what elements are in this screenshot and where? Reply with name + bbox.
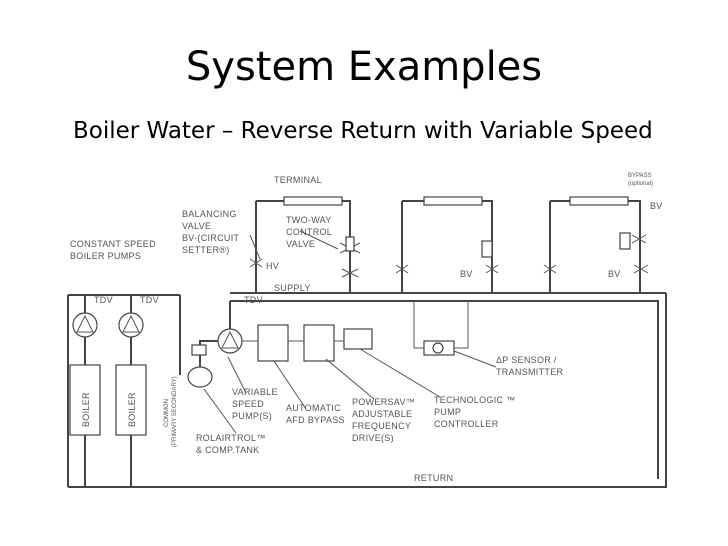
boiler-pump-1-symbol (76, 314, 94, 333)
variable-speed-label-2: SPEED (232, 399, 264, 409)
powersav-label-1: POWERSAV™ (352, 397, 415, 407)
supply-pipe-inner (230, 300, 659, 479)
technologic-label-1: TECHNOLOGIC ™ (434, 395, 515, 405)
balancing-valve-label-3: BV-(CIRCUIT (182, 233, 240, 243)
return-label: RETURN (414, 473, 453, 483)
page-title: System Examples (185, 44, 543, 90)
terminal-unit-2 (401, 196, 493, 293)
common-label-1: COMMON (164, 399, 170, 427)
afd-bypass-label-2: AFD BYPASS (286, 415, 345, 425)
hv-valve (249, 258, 263, 268)
variable-speed-label-1: VARIABLE (232, 387, 278, 397)
dp-sensor-label-1: ΔP SENSOR / (496, 355, 557, 365)
variable-speed-pump-symbol (221, 330, 239, 349)
hv-label: HV (266, 261, 279, 271)
tdv-label-1: TDV (94, 295, 113, 305)
constant-speed-label-2: BOILER PUMPS (70, 251, 141, 261)
common-label-2: (PRIMARY SECONDARY) (172, 376, 178, 447)
hydronic-system-diagram: BOILER BOILER TERMINAL BYPASS (optional)… (67, 173, 667, 488)
two-way-valve-label-2: CONTROL (286, 227, 332, 237)
powersav-drive (343, 328, 373, 350)
two-way-control-valve (339, 236, 361, 254)
tdv-label-2: TDV (140, 295, 159, 305)
bypass-label-2: (optional) (628, 181, 653, 187)
return-pipe-outer (290, 293, 667, 488)
terminal-unit-3 (549, 196, 641, 293)
dp-sensor-dial (432, 342, 444, 354)
two-way-valve-label-3: VALVE (286, 239, 315, 249)
balancing-valve-2 (395, 240, 499, 274)
balancing-valve-label-1: BALANCING (182, 209, 237, 219)
technologic-label-3: CONTROLLER (434, 419, 499, 429)
technologic-label-2: PUMP (434, 407, 461, 417)
boiler-returns (84, 435, 132, 487)
dp-sensor-label-2: TRANSMITTER (496, 367, 563, 377)
bv-label-1: BV (460, 269, 473, 279)
pump-piping (199, 301, 231, 375)
boiler-pump-1 (72, 312, 98, 338)
powersav-label-2: ADJUSTABLE (352, 409, 412, 419)
page-subtitle: Boiler Water – Reverse Return with Varia… (73, 118, 653, 144)
terminal-unit-1 (255, 196, 351, 293)
variable-speed-label-3: PUMP(S) (232, 411, 272, 421)
boiler-1-label: BOILER (81, 392, 91, 427)
constant-speed-label-1: CONSTANT SPEED (70, 239, 156, 249)
boiler-pump-2-symbol (122, 314, 140, 333)
tdv-label-3: TDV (244, 295, 263, 305)
boiler-1 (69, 364, 101, 436)
afd-bypass-label-1: AUTOMATIC (286, 403, 341, 413)
powersav-label-4: DRIVE(S) (352, 433, 394, 443)
rolairtrol-label-1: ROLAIRTROL™ (196, 433, 266, 443)
leader-lines (203, 230, 497, 434)
bv-label-3: BV (650, 201, 663, 211)
balancing-valve-label-2: VALVE (182, 221, 211, 231)
rolairtrol-tank (187, 366, 213, 388)
boiler-2-label: BOILER (127, 392, 137, 427)
balancing-valve-label-4: SETTER®) (182, 245, 230, 255)
bv-label-2: BV (608, 269, 621, 279)
boiler-2 (115, 364, 147, 436)
boiler-pump-2 (118, 312, 144, 338)
two-way-valve-label-1: TWO-WAY (286, 215, 332, 225)
afd-box-2 (303, 324, 335, 362)
rolairtrol-label-2: & COMP.TANK (196, 445, 259, 455)
terminal-label: TERMINAL (274, 175, 322, 185)
dp-sensor-lines (413, 301, 469, 349)
powersav-label-3: FREQUENCY (352, 421, 411, 431)
afd-box-1 (257, 324, 289, 362)
air-separator (191, 344, 207, 356)
bypass-label-1: BYPASS (628, 173, 652, 179)
balancing-valve-3 (543, 232, 649, 274)
supply-label: SUPPLY (274, 283, 311, 293)
balancing-valve-1 (341, 268, 359, 278)
